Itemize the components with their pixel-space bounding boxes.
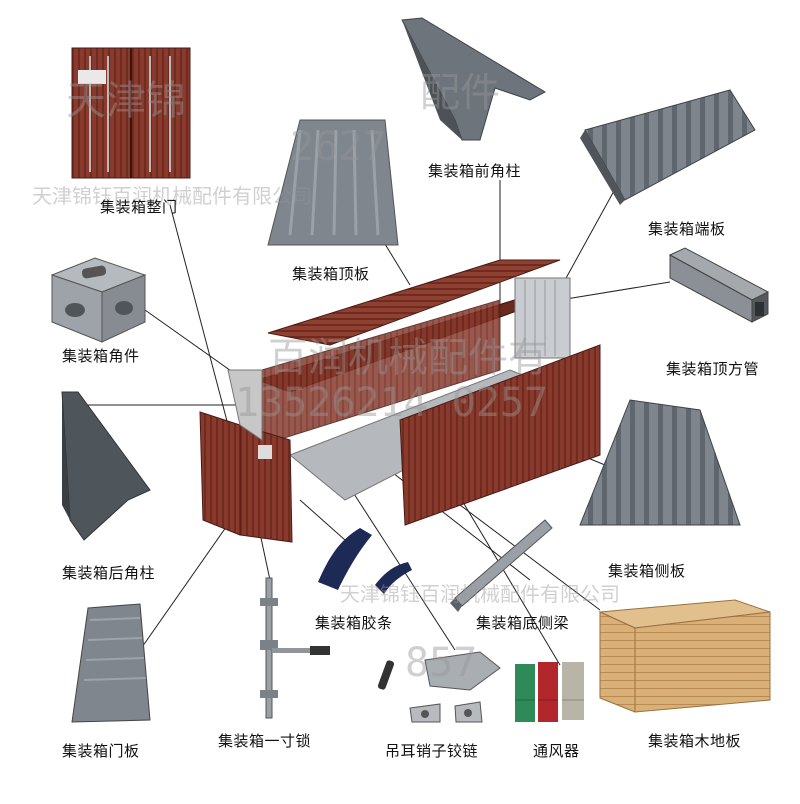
leader-top-tube [559,281,671,301]
label-gasket: 集装箱胶条 [315,614,393,632]
label-rear-post: 集装箱后角柱 [62,564,156,582]
leader-gasket [299,499,346,541]
label-side-panel: 集装箱侧板 [608,562,686,580]
leader-end-panel [564,179,621,281]
vent-image [515,662,584,722]
label-roof: 集装箱顶板 [292,265,370,283]
label-door: 集装箱整门 [100,198,178,216]
leader-door [169,204,233,441]
label-wood-floor: 集装箱木地板 [648,732,742,750]
side-panel-image [579,399,741,526]
rear-post-image [61,391,151,541]
label-end-panel: 集装箱端板 [648,220,726,238]
leader-roof [384,243,411,286]
corner-casting-image [50,257,147,343]
label-hinge: 吊耳销子铰链 [385,742,479,760]
roof-panel-image [267,119,399,246]
label-bottom-beam: 集装箱底侧梁 [476,614,570,632]
container-exploded-view [199,259,601,543]
label-lock: 集装箱一寸锁 [218,732,312,750]
front-post-image [401,17,547,141]
label-front-post: 集装箱前角柱 [428,162,522,180]
door-image [71,47,191,179]
top-tube-image [668,247,770,323]
label-vent: 通风器 [533,742,580,760]
door-panel-image [71,603,151,723]
hinge-image [377,651,501,723]
end-panel-image [580,89,756,205]
gasket-image [318,528,412,594]
label-door-panel: 集装箱门板 [62,742,140,760]
bottom-beam-image [450,519,553,612]
lock-image [260,577,330,719]
label-top-tube: 集装箱顶方管 [666,360,760,378]
wood-floor-image [598,599,771,713]
label-corner-casting: 集装箱角件 [62,347,140,365]
